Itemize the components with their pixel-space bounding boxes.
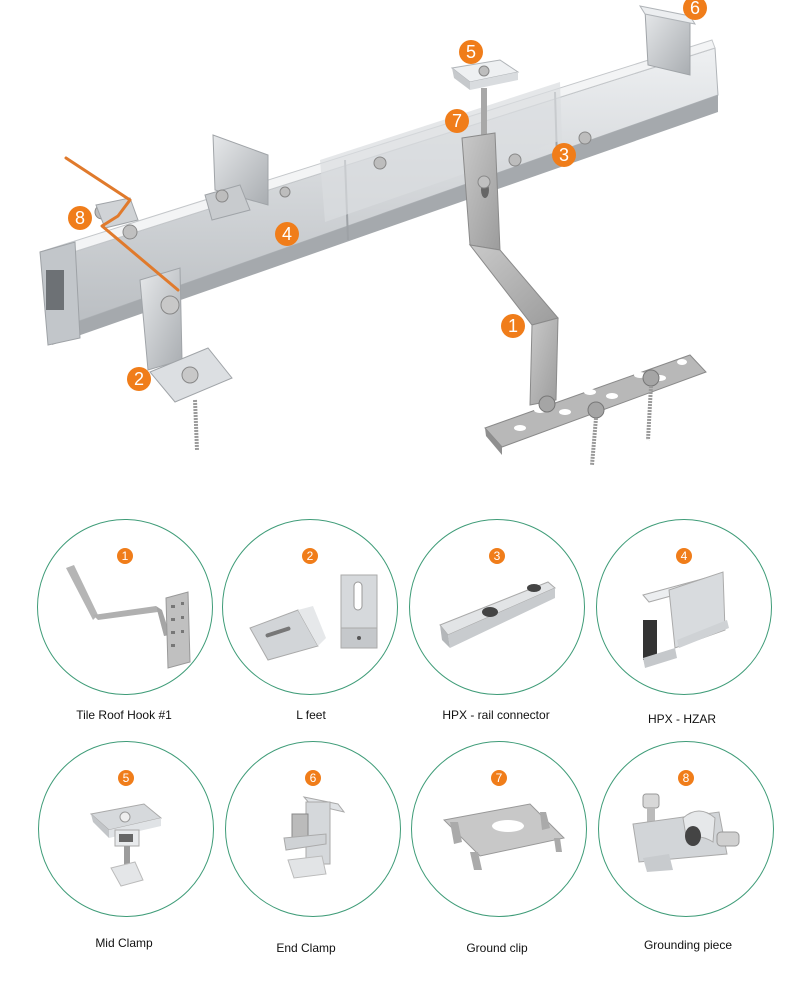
tile-roof-hook-icon bbox=[66, 565, 191, 669]
callout-badge-4: 4 bbox=[275, 222, 299, 246]
ground-clip-icon bbox=[442, 803, 566, 870]
part-label: L feet bbox=[296, 708, 326, 722]
part-number-badge: 6 bbox=[305, 770, 321, 786]
rail-profile-icon bbox=[642, 571, 729, 668]
part-label: HPX - HZAR bbox=[647, 712, 716, 726]
callout-badge-8: 8 bbox=[68, 206, 92, 230]
rail-connector-icon bbox=[439, 581, 556, 648]
l-feet-icon bbox=[249, 574, 378, 661]
part-image-circle: 6 bbox=[225, 741, 401, 917]
part-image-circle: 1 bbox=[37, 519, 213, 695]
callout-badge-1: 1 bbox=[501, 314, 525, 338]
part-image-circle: 8 bbox=[598, 741, 774, 917]
mounting-system-diagram bbox=[39, 5, 719, 466]
part-number-badge: 5 bbox=[118, 770, 134, 786]
part-number-badge: 8 bbox=[678, 770, 694, 786]
part-image-circle: 7 bbox=[411, 741, 587, 917]
mid-clamp-icon bbox=[89, 803, 163, 887]
part-number-badge: 1 bbox=[117, 548, 133, 564]
part-number-badge: 3 bbox=[489, 548, 505, 564]
part-label: Ground clip bbox=[466, 941, 528, 955]
part-label: Tile Roof Hook #1 bbox=[76, 708, 172, 722]
callout-badge-7: 7 bbox=[445, 109, 469, 133]
part-label: Grounding piece bbox=[643, 938, 733, 952]
part-image-circle: 4 bbox=[596, 519, 772, 695]
part-label: HPX - rail connector bbox=[442, 708, 550, 722]
part-image-circle: 3 bbox=[409, 519, 585, 695]
callout-badge-6: 6 bbox=[683, 0, 707, 20]
part-number-badge: 4 bbox=[676, 548, 692, 564]
part-image-circle: 5 bbox=[38, 741, 214, 917]
grounding-piece-icon bbox=[632, 793, 740, 872]
assembly-illustration: 1 2 3 4 5 6 7 8 bbox=[0, 0, 800, 490]
callout-badge-5: 5 bbox=[459, 40, 483, 64]
callout-badge-3: 3 bbox=[552, 143, 576, 167]
part-label: Mid Clamp bbox=[95, 936, 153, 950]
part-number-badge: 2 bbox=[302, 548, 318, 564]
end-clamp-icon bbox=[283, 796, 346, 879]
part-label: End Clamp bbox=[276, 941, 336, 955]
part-number-badge: 7 bbox=[491, 770, 507, 786]
callout-badge-2: 2 bbox=[127, 367, 151, 391]
part-image-circle: 2 bbox=[222, 519, 398, 695]
